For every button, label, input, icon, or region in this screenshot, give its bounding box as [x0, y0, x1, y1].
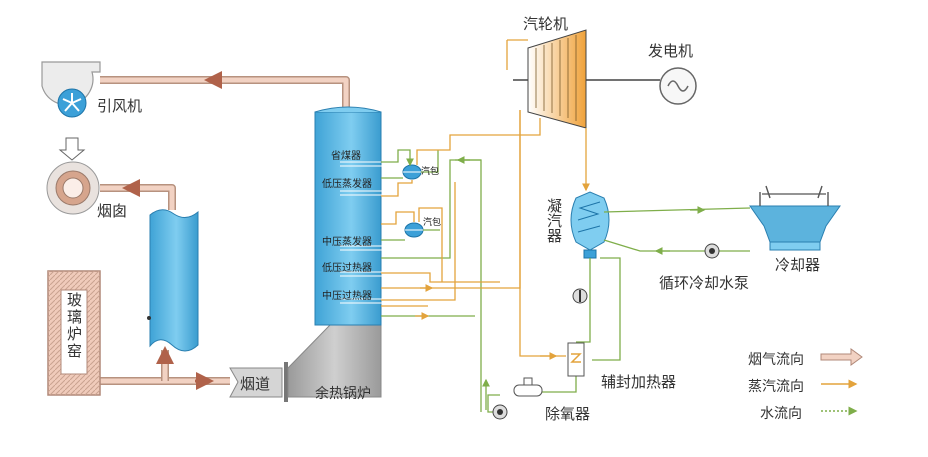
- legend-gas-label: 烟气流向: [748, 352, 804, 368]
- cooler-label: 冷却器: [775, 256, 821, 274]
- deaerator: [513, 377, 543, 397]
- drum-lower: [404, 222, 424, 238]
- generator: [659, 67, 697, 105]
- cooling-water-lines: [603, 207, 751, 252]
- chimney-label: 烟囱: [97, 202, 128, 220]
- drum-upper: [402, 164, 422, 180]
- feed-pump: [492, 404, 508, 420]
- cw-pump-label: 循环冷却水泵: [659, 274, 750, 292]
- deaerator-label: 除氧器: [545, 405, 591, 423]
- condenser: [570, 191, 610, 259]
- legend-swatch-gas: [820, 348, 863, 366]
- cooler: [749, 185, 841, 251]
- flue-gas-ducts: [100, 76, 350, 385]
- seal-heater: [567, 342, 585, 377]
- generator-label: 发电机: [648, 42, 694, 60]
- mp-superheater-label: 中压过热器: [322, 291, 372, 302]
- waste-heat-boiler: [287, 106, 382, 398]
- furnace-label: 玻璃炉窑: [65, 292, 83, 360]
- flue-duct: [229, 362, 288, 402]
- stack-column: [147, 209, 199, 352]
- boiler-label: 余热锅炉: [315, 386, 371, 402]
- drum-lower-label: 汽包: [423, 218, 442, 228]
- condensate-pump: [572, 288, 588, 304]
- flue-label: 烟道: [240, 375, 271, 393]
- drum-upper-label: 汽包: [421, 167, 440, 177]
- steam-turbine: [506, 29, 660, 129]
- lp-superheater-label: 低压过热器: [322, 263, 372, 274]
- cw-pump: [704, 243, 720, 259]
- fan-label: 引风机: [97, 97, 143, 115]
- feed-water-lines: [480, 257, 621, 413]
- seal-heater-label: 辅封加热器: [601, 373, 677, 391]
- turbine-label: 汽轮机: [523, 15, 569, 33]
- economizer-label: 省煤器: [331, 151, 361, 162]
- chimney: [46, 161, 100, 215]
- mp-evaporator-label: 中压蒸发器: [322, 237, 372, 248]
- glass-furnace: [47, 270, 101, 396]
- legend-swatches: [820, 348, 863, 416]
- lp-evaporator-label: 低压蒸发器: [322, 179, 372, 190]
- legend-water-label: 水流向: [760, 406, 802, 422]
- boiler-steam-lines: [381, 110, 541, 307]
- condenser-label: 凝汽器: [545, 198, 563, 243]
- legend-steam-label: 蒸汽流向: [748, 379, 804, 395]
- fan-to-chimney-arrow: [58, 137, 86, 161]
- induced-fan: [41, 61, 101, 118]
